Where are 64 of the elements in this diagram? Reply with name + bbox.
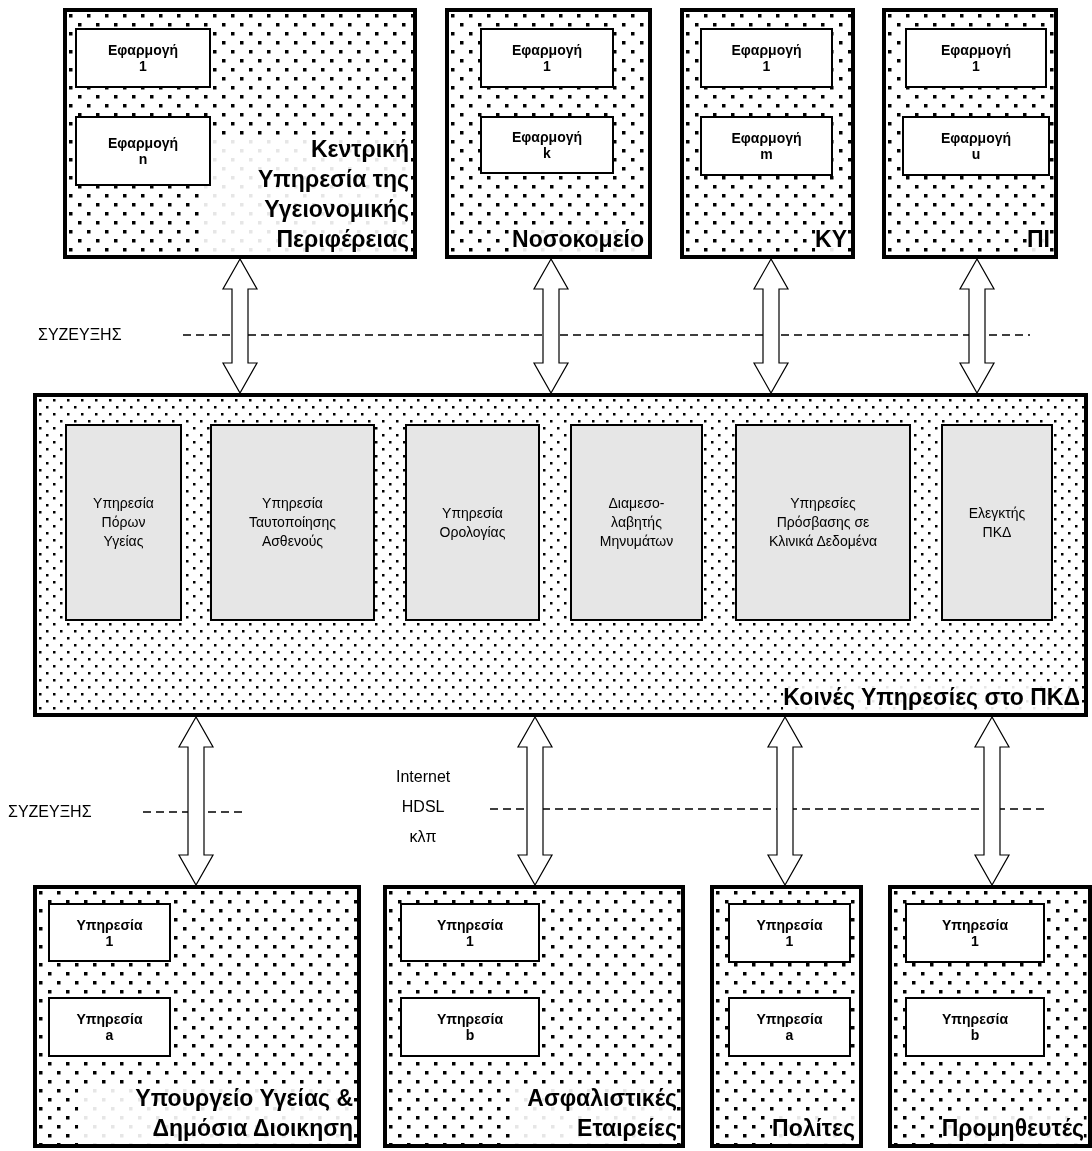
service-name: Υπηρεσία Ταυτοποίησης Ασθενούς: [249, 494, 336, 551]
application-box: [480, 116, 614, 174]
application-name: Υπηρεσία 1: [756, 917, 823, 949]
service-name: Διαμεσο-λαβητής Μηνυμάτων: [599, 494, 674, 551]
service-box: [210, 424, 375, 621]
double-arrow: [532, 257, 570, 395]
service-box: [735, 424, 911, 621]
group-title: Πολίτες: [772, 1114, 855, 1144]
double-arrow: [958, 257, 996, 395]
service-name: Υπηρεσία Πόρων Υγείας: [93, 494, 154, 551]
service-box: [941, 424, 1053, 621]
group-title: Κοινές Υπηρεσίες στο ΠΚΔ: [783, 683, 1080, 713]
organization-panel: [882, 8, 1058, 259]
organization-panel: [33, 885, 361, 1148]
organization-panel: [445, 8, 652, 259]
application-name: Εφαρμογή 1: [940, 42, 1012, 74]
application-box: [905, 28, 1047, 88]
organization-panel: [710, 885, 863, 1148]
application-name: Υπηρεσία 1: [942, 917, 1008, 949]
service-box: [405, 424, 540, 621]
application-name: Εφαρμογή u: [940, 130, 1012, 162]
application-name: Υπηρεσία 1: [437, 916, 503, 949]
application-name: Εφαρμογή 1: [107, 42, 179, 74]
double-arrow: [516, 715, 554, 887]
application-box: [48, 903, 171, 962]
application-box: [700, 28, 833, 88]
organization-panel: [33, 393, 1088, 717]
application-name: Υπηρεσία b: [942, 1011, 1008, 1043]
organization-panel: [680, 8, 855, 259]
application-box: [902, 116, 1050, 176]
application-box: [75, 116, 211, 186]
organization-panel: [63, 8, 417, 259]
application-box: [905, 997, 1045, 1057]
application-name: Υπηρεσία b: [437, 1011, 503, 1043]
service-box: [65, 424, 182, 621]
double-arrow: [221, 257, 259, 395]
double-arrow: [766, 715, 804, 887]
application-name: Εφαρμογή 1: [731, 42, 802, 74]
application-name: Εφαρμογή 1: [511, 42, 583, 74]
application-box: [728, 997, 851, 1057]
service-name: Υπηρεσίες Πρόσβασης σε Κλινικά Δεδομένα: [767, 494, 879, 551]
application-box: [480, 28, 614, 88]
service-box: [570, 424, 703, 621]
application-box: [400, 997, 540, 1057]
application-box: [728, 903, 851, 963]
double-arrow: [177, 715, 215, 887]
group-title: Προμηθευτές: [941, 1114, 1084, 1144]
application-box: [400, 903, 540, 962]
service-name: Ελεγκτής ΠΚΔ: [968, 503, 1026, 542]
application-box: [75, 28, 211, 88]
double-arrow: [973, 715, 1011, 887]
application-box: [48, 997, 171, 1057]
application-name: Υπηρεσία a: [756, 1011, 823, 1043]
double-arrow: [752, 257, 790, 395]
application-box: [700, 116, 833, 176]
organization-panel: [888, 885, 1092, 1148]
application-box: [905, 903, 1045, 963]
service-name: Υπηρεσία Ορολογίας: [439, 503, 506, 542]
application-name: Εφαρμογή n: [107, 135, 179, 167]
application-name: Υπηρεσία 1: [76, 916, 143, 949]
organization-panel: [383, 885, 685, 1148]
application-name: Υπηρεσία a: [76, 1011, 143, 1043]
application-name: Εφαρμογή k: [511, 129, 583, 161]
application-name: Εφαρμογή m: [731, 130, 802, 162]
